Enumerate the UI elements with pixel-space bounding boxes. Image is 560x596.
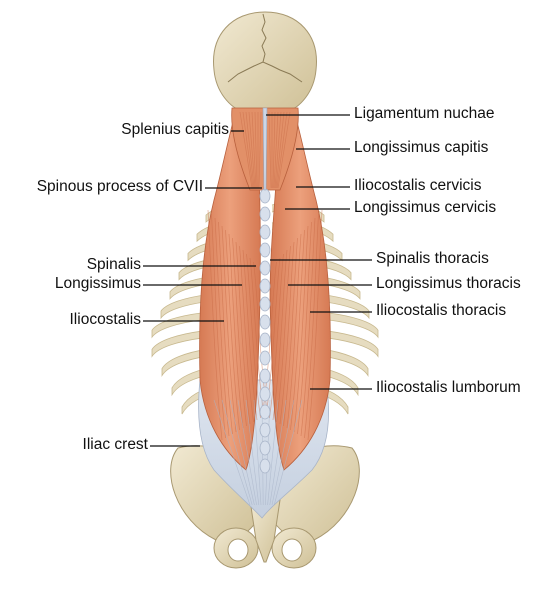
fiber-line	[221, 225, 237, 433]
label-spinous-process-cvii: Spinous process of CVII	[36, 178, 203, 195]
fiber-line	[232, 237, 247, 427]
fiber-line	[272, 249, 288, 421]
sagittal-suture	[261, 13, 267, 63]
neck-fiber	[273, 111, 279, 189]
fiber-line	[228, 233, 244, 429]
fiber-line	[225, 229, 240, 431]
neck-fiber	[276, 111, 288, 189]
label-iliac-crest: Iliac crest	[82, 436, 148, 453]
label-longissimus-capitis: Longissimus capitis	[354, 139, 489, 156]
fiber-line	[246, 253, 261, 419]
ligamentum-nuchae-band	[262, 107, 268, 191]
lambdoid-suture	[227, 61, 303, 83]
neck-fiber	[248, 111, 256, 189]
spinous-process	[259, 296, 271, 312]
spinous-process	[259, 188, 271, 204]
leader-lines	[143, 114, 372, 447]
spinous-process	[259, 206, 271, 222]
label-iliocostalis: Iliocostalis	[69, 311, 142, 328]
spinous-process	[259, 260, 271, 276]
fascia-line	[221, 399, 253, 506]
fiber-line	[304, 213, 319, 439]
fiber-line	[300, 217, 316, 437]
label-ligamentum-nuchae: Ligamentum nuchae	[354, 105, 495, 122]
neck-fiber	[272, 111, 276, 189]
spinous-process	[259, 368, 271, 384]
neck-fiber	[277, 111, 291, 189]
neck-fiber	[242, 111, 254, 189]
neck-fiber	[275, 111, 285, 189]
label-spinalis: Spinalis	[86, 256, 141, 273]
fascia-line	[245, 399, 260, 506]
spinous-process	[259, 422, 271, 438]
left-erector-spinae	[199, 109, 261, 471]
label-longissimus-cervicis: Longissimus cervicis	[354, 199, 497, 216]
fiber-line	[218, 221, 233, 435]
neck-fiber	[251, 111, 257, 189]
fascia-line	[267, 399, 279, 506]
neck-fiber	[268, 111, 272, 189]
label-iliocostalis-thoracis: Iliocostalis thoracis	[376, 302, 507, 319]
spinous-process	[259, 278, 271, 294]
label-spinalis-thoracis: Spinalis thoracis	[376, 250, 489, 267]
right-erector-spinae	[269, 109, 331, 471]
spinous-process	[259, 404, 271, 420]
fascia-line	[229, 399, 255, 506]
fiber-line	[211, 213, 226, 439]
fascia-line	[269, 399, 287, 506]
label-iliocostalis-lumborum: Iliocostalis lumborum	[376, 379, 521, 396]
fiber-line	[293, 225, 309, 433]
spinous-process	[259, 314, 271, 330]
label-longissimus: Longissimus	[54, 275, 141, 292]
fascia-line	[213, 399, 251, 506]
fiber-line	[276, 245, 291, 423]
fiber-line	[283, 237, 298, 427]
neck-fiber	[254, 111, 258, 189]
fiber-line	[269, 253, 284, 419]
spinous-process	[259, 242, 271, 258]
neck-fiber	[245, 111, 255, 189]
label-splenius-capitis: Splenius capitis	[121, 121, 229, 138]
fiber-line	[214, 217, 230, 437]
fascia-line	[273, 399, 303, 506]
fiber-line	[239, 245, 254, 423]
label-longissimus-thoracis: Longissimus thoracis	[376, 275, 521, 292]
neck-fiber	[274, 111, 282, 189]
fiber-line	[235, 241, 251, 425]
label-iliocostalis-cervicis: Iliocostalis cervicis	[354, 177, 482, 194]
spinous-process	[259, 332, 271, 348]
spinous-process	[259, 440, 271, 456]
spinous-process	[259, 386, 271, 402]
spinous-process	[259, 458, 271, 474]
neck-fiber	[239, 111, 253, 189]
fascia-line	[237, 399, 257, 506]
skull	[213, 11, 317, 113]
neck-fiber	[258, 111, 262, 189]
vertebral-column	[259, 188, 271, 474]
spinous-process	[259, 350, 271, 366]
fiber-line	[307, 209, 323, 441]
muscle-fibers	[207, 111, 323, 506]
spinous-process	[259, 224, 271, 240]
fiber-line	[207, 209, 223, 441]
fiber-line	[286, 233, 302, 429]
fascia-line	[271, 399, 295, 506]
fascia-line	[253, 399, 262, 506]
